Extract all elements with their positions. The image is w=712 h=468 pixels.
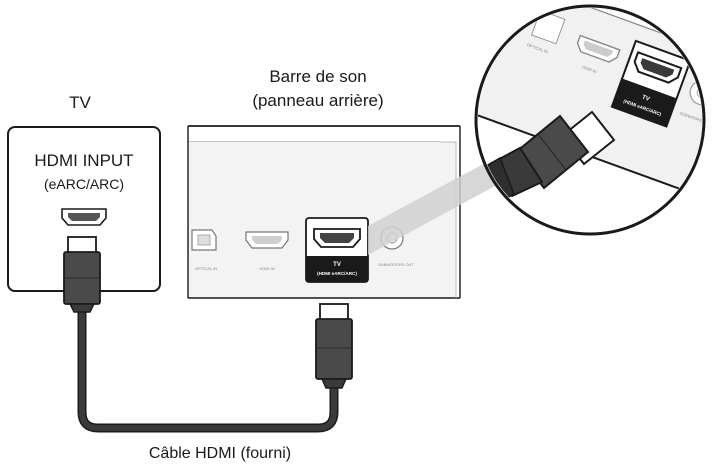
optical-in-label: OPTICAL IN [195, 266, 217, 271]
hdmi-in-label: HDMI IN [259, 266, 274, 271]
tv-earc-hdmi-port-icon [313, 228, 361, 248]
tv-label: TV [69, 93, 91, 112]
subwoofer-out-label: SUBWOOFER OUT [378, 262, 414, 267]
zoom-tv-earc-label-line1: TV [641, 95, 650, 103]
tv-earc-label-line1: TV [333, 262, 341, 268]
zoom-inset: OPTICAL IN HDMI IN TV (HDMI eARC/ARC) SU… [474, 4, 706, 236]
tv-side-hdmi-plug-icon [63, 236, 101, 313]
tv-earc-label-line2: (HDMI eARC/ARC) [317, 271, 357, 276]
soundbar-label-line1: Barre de son [269, 67, 366, 86]
soundbar-label-line2: (panneau arrière) [252, 91, 383, 110]
hdmi-cable-line [77, 303, 339, 433]
tv-port-subtitle: (eARC/ARC) [44, 176, 124, 192]
tv-port-title: HDMI INPUT [34, 151, 133, 170]
zoom-subwoofer-port-icon [689, 80, 702, 106]
hdmi-in-port-icon [245, 231, 289, 249]
tv-hdmi-port-icon [61, 208, 107, 226]
soundbar-side-hdmi-plug-icon [315, 303, 353, 389]
cable-label: Câble HDMI (fourni) [149, 445, 291, 462]
zoom-hdmi-in-label: HDMI IN [581, 64, 597, 74]
optical-in-port-icon [191, 229, 217, 251]
zoom-callout-beam [368, 162, 495, 255]
